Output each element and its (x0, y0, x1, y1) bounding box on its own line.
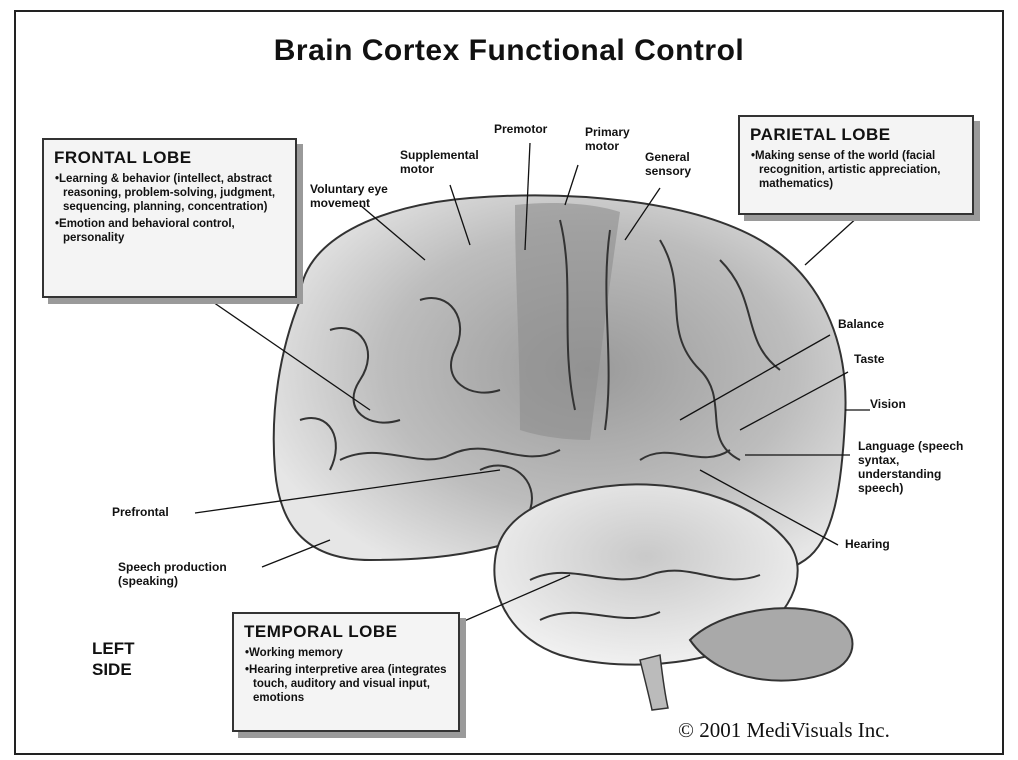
label-language: Language (speech syntax, understanding s… (858, 439, 978, 495)
label-supplemental-motor: Supplemental motor (400, 148, 510, 176)
label-vision: Vision (870, 397, 930, 411)
frontal-lobe-box: FRONTAL LOBE Learning & behavior (intell… (42, 138, 297, 298)
label-premotor: Premotor (494, 122, 574, 136)
label-speech-production: Speech production (speaking) (118, 560, 263, 588)
frontal-lobe-heading: FRONTAL LOBE (54, 148, 285, 168)
label-taste: Taste (854, 352, 914, 366)
label-hearing: Hearing (845, 537, 925, 551)
parietal-lobe-box: PARIETAL LOBE Making sense of the world … (738, 115, 974, 215)
side-label: LEFT SIDE (92, 638, 152, 680)
copyright-text: © 2001 MediVisuals Inc. (678, 718, 890, 743)
frontal-lobe-item: Emotion and behavioral control, personal… (54, 217, 285, 245)
temporal-lobe-item: Working memory (244, 646, 448, 660)
parietal-lobe-heading: PARIETAL LOBE (750, 125, 962, 145)
parietal-lobe-item: Making sense of the world (facial recogn… (750, 149, 962, 191)
label-voluntary-eye-movement: Voluntary eye movement (310, 182, 420, 210)
temporal-lobe-item: Hearing interpretive area (integrates to… (244, 663, 448, 705)
frontal-lobe-item: Learning & behavior (intellect, abstract… (54, 172, 285, 214)
label-general-sensory: General sensory (645, 150, 715, 178)
label-primary-motor: Primary motor (585, 125, 645, 153)
label-balance: Balance (838, 317, 918, 331)
temporal-lobe-heading: TEMPORAL LOBE (244, 622, 448, 642)
label-prefrontal: Prefrontal (112, 505, 202, 519)
temporal-lobe-box: TEMPORAL LOBE Working memory Hearing int… (232, 612, 460, 732)
